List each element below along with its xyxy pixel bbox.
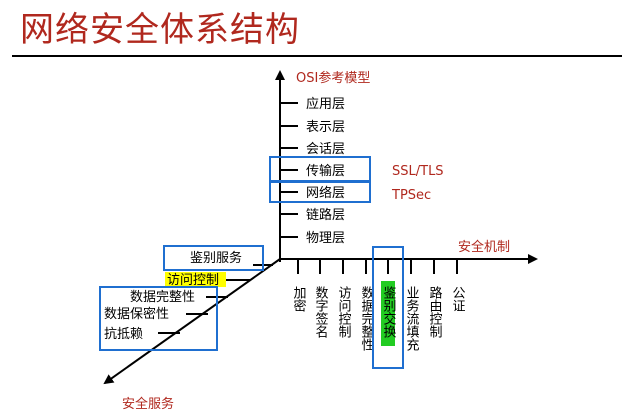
title-divider (12, 55, 622, 57)
authentication-exchange-highlight (381, 281, 395, 346)
osi-layer-list: 应用层 表示层 会话层 传输层 网络层 链路层 物理层 (280, 96, 345, 246)
authentication-service-box (163, 245, 264, 271)
mechanism-axis-label: 安全机制 (458, 239, 510, 255)
access-control-highlight (165, 272, 226, 287)
mechanism-label: 数据完整性 (359, 286, 375, 351)
osi-axis-label: OSI参考模型 (296, 70, 370, 86)
osi-layer-label: 网络层 (306, 185, 345, 201)
protocol-ssl-tls: SSL/TLS (392, 164, 444, 179)
mechanism-list: 加密 数字签名 访问控制 数据完整性 鉴别交换 业务流填充 路由控制 公证 (291, 259, 466, 352)
authentication-exchange-box (372, 246, 404, 369)
mechanism-label: 路由控制 (427, 285, 443, 338)
service-list: 鉴别服务 访问控制 数据完整性 数据保密性 抗抵赖 (104, 250, 273, 342)
network-layer-box (269, 181, 371, 203)
protocol-tpsec: TPSec (391, 188, 431, 203)
osi-layer-label: 链路层 (306, 207, 345, 223)
osi-layer-label: 应用层 (306, 96, 345, 112)
service-label: 鉴别服务 (190, 250, 242, 266)
service-label: 数据保密性 (104, 306, 169, 322)
mechanism-label: 鉴别交换 (381, 286, 397, 339)
mechanism-label: 业务流填充 (404, 286, 420, 352)
service-label: 抗抵赖 (104, 327, 143, 342)
service-axis-label: 安全服务 (122, 396, 174, 412)
service-label: 数据完整性 (130, 290, 195, 305)
mechanism-label: 数字签名 (313, 286, 329, 338)
page-title: 网络安全体系结构 (20, 10, 300, 50)
osi-layer-label: 会话层 (306, 142, 345, 157)
mechanism-label: 加密 (291, 286, 307, 312)
osi-layer-label: 表示层 (306, 120, 345, 135)
mechanism-label: 公证 (450, 286, 466, 312)
service-axis-line (103, 258, 281, 385)
confidentiality-services-box (99, 286, 218, 351)
osi-layer-label: 传输层 (306, 163, 345, 179)
mechanism-label: 访问控制 (336, 286, 352, 338)
service-label: 访问控制 (167, 273, 219, 288)
osi-layer-label: 物理层 (306, 231, 345, 246)
